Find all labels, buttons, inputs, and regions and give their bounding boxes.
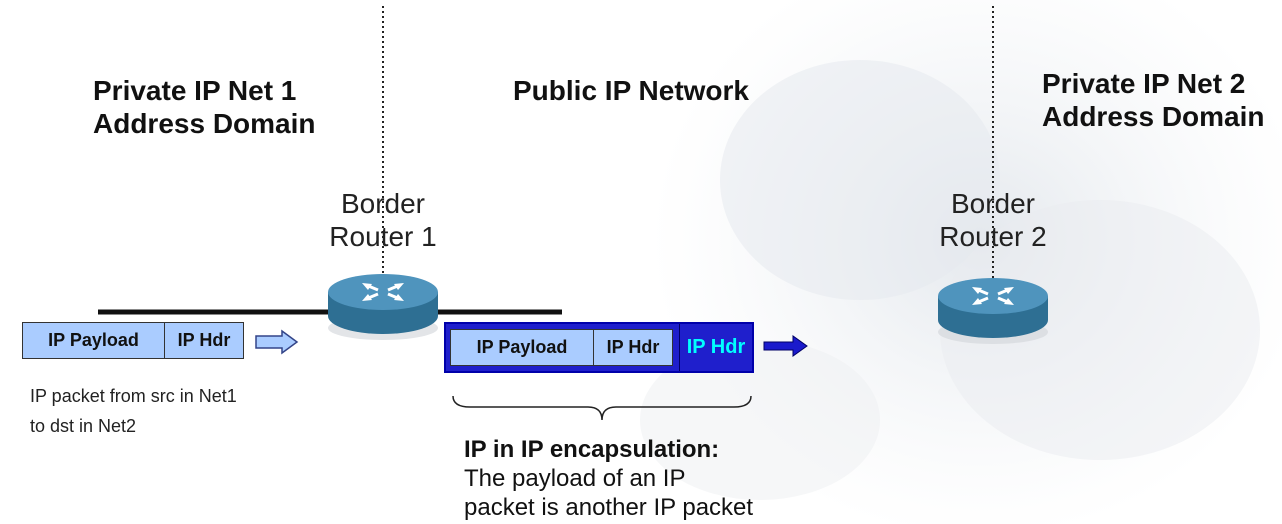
outline-arrow-icon [255, 329, 299, 355]
region-title-public: Public IP Network [513, 75, 749, 106]
outer-header-cell: IP Hdr [678, 324, 752, 371]
encapsulation-line-2: packet is another IP packet [464, 494, 754, 521]
brace-icon [452, 395, 752, 421]
original-packet: IP Payload IP Hdr [22, 322, 244, 359]
encapsulation-caption: IP in IP encapsulation: The payload of a… [464, 435, 753, 522]
inner-header-cell: IP Hdr [594, 329, 673, 366]
solid-arrow-icon [763, 335, 808, 357]
packet-header-cell: IP Hdr [165, 322, 244, 359]
encapsulated-packet: IP Payload IP Hdr IP Hdr [444, 322, 754, 373]
encapsulation-title: IP in IP encapsulation: [464, 436, 720, 463]
encapsulation-line-1: The payload of an IP [464, 465, 686, 492]
inner-payload-cell: IP Payload [450, 329, 594, 366]
router-1-icon [328, 274, 438, 340]
router-2-icon [938, 278, 1048, 344]
inner-packet: IP Payload IP Hdr [446, 324, 679, 371]
packet-payload-cell: IP Payload [22, 322, 165, 359]
